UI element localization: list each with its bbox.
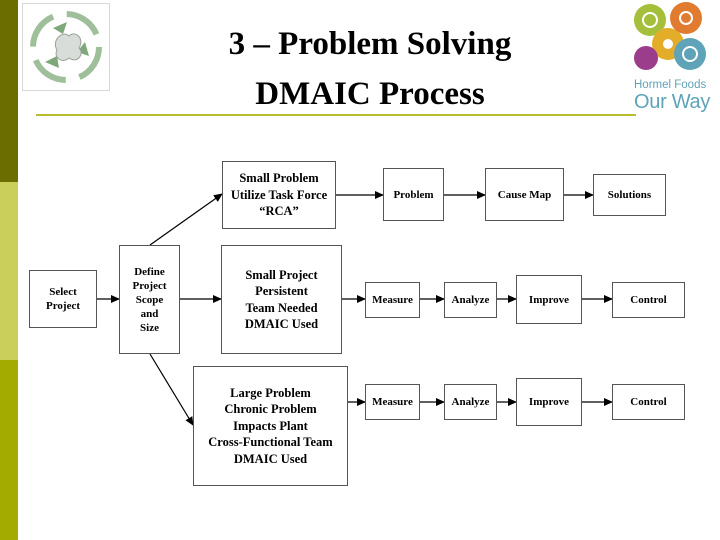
top-step-label: Problem (393, 188, 434, 201)
brand-circles-icon (634, 2, 706, 70)
top-branch-box: Small Problem Utilize Task Force “RCA” (222, 161, 336, 229)
middle-branch-box: Small Project Persistent Team Needed DMA… (221, 245, 342, 354)
select-project-label: Select Project (46, 286, 80, 312)
top-branch-label: Small Problem Utilize Task Force “RCA” (230, 171, 328, 219)
brand-name-line-2: Our Way (634, 91, 711, 113)
mid-step-analyze: Analyze (444, 282, 497, 318)
bot-step-label: Analyze (451, 396, 490, 408)
page-title-line-2: DMAIC Process (255, 76, 485, 112)
title-underline (36, 114, 636, 116)
cycle-arrows-icon (30, 11, 102, 83)
bot-step-label: Control (630, 396, 667, 408)
bot-step-label: Improve (528, 396, 570, 408)
bot-step-label: Measure (372, 396, 413, 408)
top-step-solutions: Solutions (593, 174, 666, 216)
mid-step-control: Control (612, 282, 685, 318)
brand-name-line-1: Hormel Foods (634, 79, 707, 91)
bot-step-improve: Improve (516, 378, 582, 426)
cycle-logo-image (22, 3, 110, 91)
sidebar-band-bottom (0, 360, 18, 540)
bot-step-measure: Measure (365, 384, 420, 420)
arrow-define-to-bottom (149, 353, 194, 426)
define-project-label: Define Project Scope and Size (132, 265, 167, 334)
bottom-branch-label: Large Problem Chronic Problem Impacts Pl… (208, 385, 333, 466)
mid-step-label: Analyze (451, 294, 490, 306)
top-step-cause-map: Cause Map (485, 168, 564, 221)
brand-logo: Hormel Foods Our Way (628, 0, 718, 118)
define-project-box: Define Project Scope and Size (119, 245, 180, 354)
mid-step-label: Improve (528, 293, 570, 306)
bottom-branch-box: Large Problem Chronic Problem Impacts Pl… (193, 366, 348, 486)
arrow-define-to-top (149, 193, 223, 246)
sidebar-band-middle (0, 182, 18, 360)
bot-step-control: Control (612, 384, 685, 420)
middle-branch-label: Small Project Persistent Team Needed DMA… (244, 267, 319, 332)
top-step-problem: Problem (383, 168, 444, 221)
mid-step-label: Measure (372, 294, 413, 306)
sidebar-band-top (0, 0, 18, 182)
page-title-line-1: 3 – Problem Solving (228, 26, 512, 62)
bot-step-analyze: Analyze (444, 384, 497, 420)
mid-step-measure: Measure (365, 282, 420, 318)
top-step-label: Cause Map (497, 188, 552, 201)
select-project-box: Select Project (29, 270, 97, 328)
top-step-label: Solutions (607, 189, 652, 201)
mid-step-label: Control (630, 294, 667, 306)
mid-step-improve: Improve (516, 275, 582, 324)
